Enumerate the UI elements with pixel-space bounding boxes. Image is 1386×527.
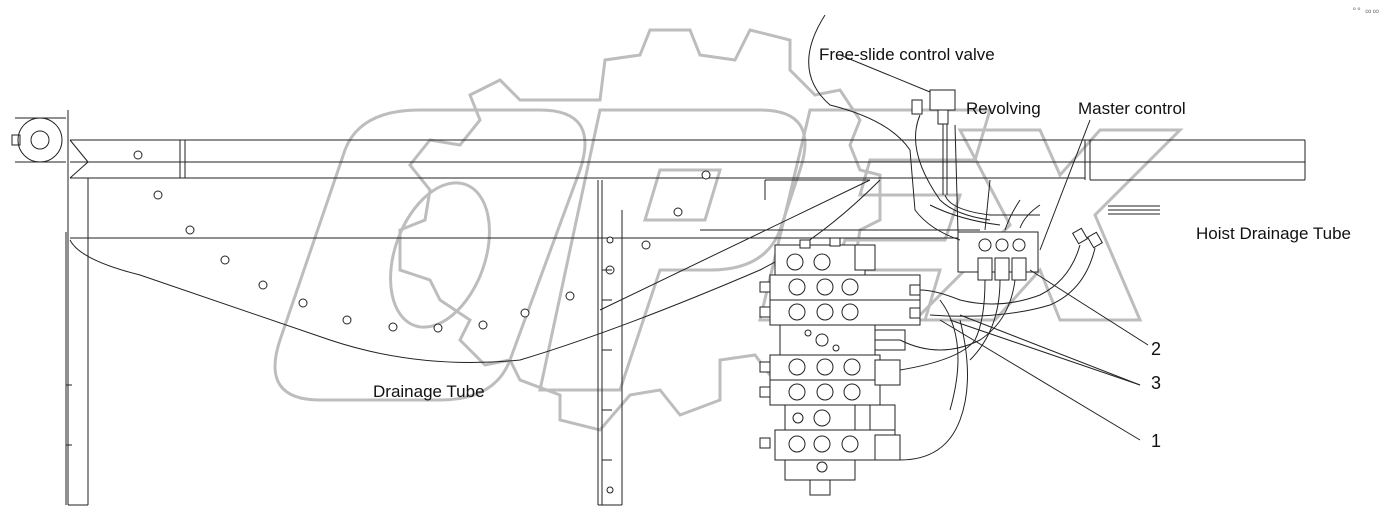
label-revolving: Revolving [966,99,1041,118]
pin-eye [11,117,66,163]
hoses [808,14,1096,461]
frame-lines [65,110,1306,506]
watermark-gear [398,28,882,432]
valve-stack [759,237,921,496]
callout-2: 2 [1151,339,1162,359]
leader-lines [599,54,1149,441]
frame-holes [133,150,711,494]
label-drainage-tube: Drainage Tube [373,382,485,401]
control-block [957,227,1104,281]
callout-1: 1 [1151,431,1162,451]
callout-3: 3 [1151,373,1162,393]
free-slide-valve [911,89,956,195]
watermark-letter-o-inner [389,181,491,329]
post-ticks [66,269,612,461]
label-hoist-drainage-tube: Hoist Drainage Tube [1196,224,1351,243]
watermark-letter-p-inner [642,168,723,222]
watermark-letter-o [273,108,587,402]
corner-mark: °° ∞∞ [1352,6,1380,16]
label-free-slide-control-valve: Free-slide control valve [819,45,995,64]
watermark-letter-p [538,108,807,392]
label-master-control: Master control [1078,99,1186,118]
watermark-logo [273,28,1184,432]
